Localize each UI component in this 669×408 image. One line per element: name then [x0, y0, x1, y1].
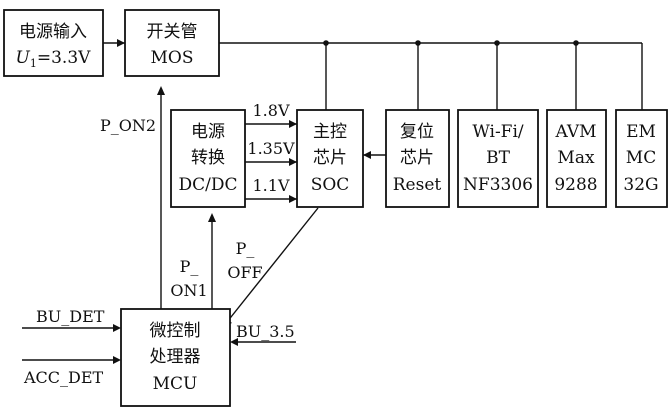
label-p-on1-bottom: ON1: [170, 281, 207, 300]
label-acc-det: ACC_DET: [23, 368, 104, 387]
arrowhead-1v35: [289, 158, 297, 166]
block-reset: 复位 芯片 Reset: [385, 109, 450, 208]
switch-mos-part: MOS: [151, 48, 194, 68]
junction-dot-reset: [415, 40, 421, 46]
soc-line2: 芯片: [313, 148, 347, 168]
arrowhead-bu-det: [113, 324, 121, 332]
arrowhead-bu-35: [230, 338, 238, 346]
block-avm: AVM Max 9288: [546, 109, 607, 208]
power-input-value: U1=3.3V: [16, 48, 92, 70]
soc-line3: SOC: [311, 175, 350, 195]
power-converter-line2: 转换: [191, 148, 225, 168]
mcu-line2: 处理器: [150, 347, 201, 367]
power-converter-line1: 电源: [191, 122, 225, 142]
p-off-line: [226, 207, 319, 323]
arrowhead-1v1: [289, 195, 297, 203]
connection-lines: [22, 42, 643, 361]
label-p-on2: P_ON2: [100, 116, 156, 135]
label-bu-35: BU_3.5: [236, 322, 295, 341]
reset-line2: 芯片: [400, 148, 434, 168]
avm-line1: AVM: [554, 122, 596, 142]
avm-line3: 9288: [554, 175, 597, 195]
label-1v8: 1.8V: [253, 101, 290, 120]
avm-line2: Max: [557, 148, 595, 168]
label-p-on1-top: P_: [180, 257, 199, 276]
block-emmc: EM MC 32G: [615, 109, 668, 208]
power-input-label: 电源输入: [19, 22, 87, 42]
block-wifi-bt: Wi-Fi/ BT NF3306: [457, 109, 539, 208]
wifi-line3: NF3306: [463, 175, 533, 195]
power-converter-line3: DC/DC: [178, 175, 237, 195]
block-mcu: 微控制 处理器 MCU: [120, 308, 231, 407]
mcu-line3: MCU: [153, 374, 198, 394]
label-1v35: 1.35V: [247, 139, 295, 158]
emmc-line3: 32G: [623, 175, 658, 195]
arrowhead-acc-det: [113, 356, 121, 364]
reset-line1: 复位: [400, 122, 434, 142]
label-p-off-bottom: OFF: [227, 263, 262, 282]
arrowhead-p-on2: [157, 86, 165, 95]
junction-dot-avm: [573, 40, 579, 46]
block-switch-mos: 开关管 MOS: [124, 9, 220, 77]
junction-dots: [323, 40, 579, 46]
arrowhead-p-on1: [208, 213, 216, 222]
mcu-line1: 微控制: [150, 321, 201, 341]
wifi-line1: Wi-Fi/: [472, 122, 524, 142]
arrowhead-input-to-mos: [117, 39, 125, 47]
junction-dot-wifi: [494, 40, 500, 46]
block-power-input: 电源输入 U1=3.3V: [3, 9, 104, 77]
junction-dot-soc: [323, 40, 329, 46]
emmc-line2: MC: [626, 148, 656, 168]
wifi-line2: BT: [486, 148, 510, 168]
label-1v1: 1.1V: [253, 176, 290, 195]
arrowhead-1v8: [289, 120, 297, 128]
soc-line1: 主控: [313, 122, 347, 142]
arrowheads: [113, 39, 371, 364]
label-bu-det: BU_DET: [36, 307, 105, 326]
signal-labels: 1.8V 1.35V 1.1V P_ON2 P_ ON1 P_ OFF BU_D…: [23, 101, 295, 387]
block-power-converter: 电源 转换 DC/DC: [170, 109, 246, 208]
emmc-line1: EM: [626, 122, 656, 142]
reset-line3: Reset: [393, 175, 442, 195]
block-soc: 主控 芯片 SOC: [296, 109, 364, 208]
switch-mos-label: 开关管: [147, 22, 198, 42]
label-p-off-top: P_: [236, 239, 255, 258]
arrowhead-reset-to-soc: [363, 151, 371, 159]
